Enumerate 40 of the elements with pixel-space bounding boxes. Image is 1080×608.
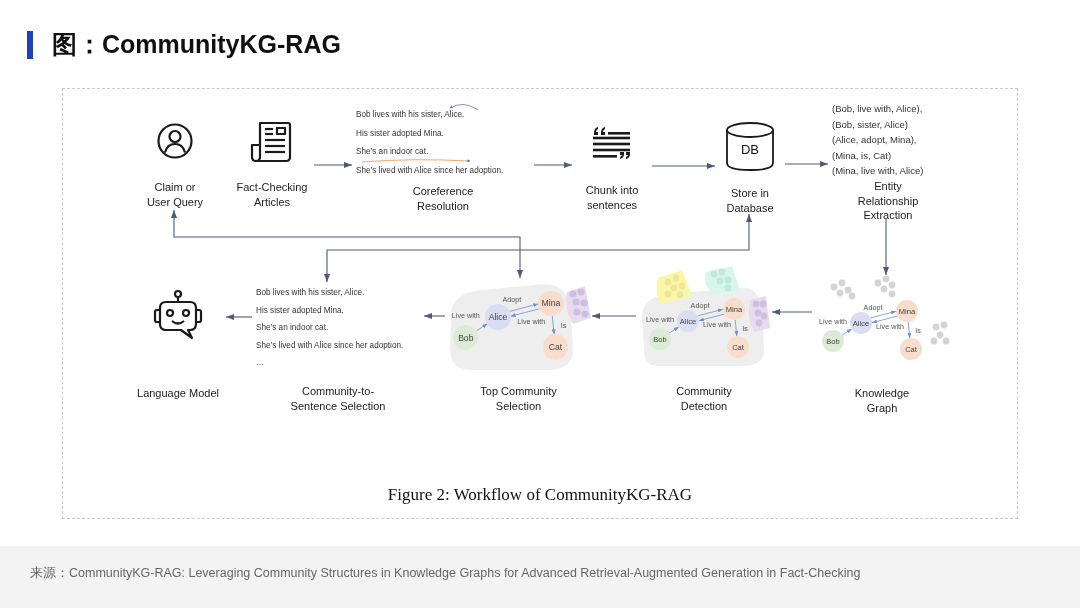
step-caption: Community-to- Sentence Selection bbox=[289, 384, 387, 413]
sentence-text: She’s lived with Alice since her adoption. bbox=[356, 164, 504, 177]
arrow bbox=[324, 213, 752, 283]
triple-text: (Mina, live with, Alice) bbox=[832, 164, 924, 178]
step-caption: Language Model bbox=[136, 386, 220, 401]
step-caption: Entity Relationship Extraction bbox=[856, 179, 920, 223]
triple-text: (Bob, sister, Alice) bbox=[832, 117, 909, 132]
source-note: 来源：CommunityKG-RAG: Leveraging Community Structures in Knowledge Graphs for Advanced Retrieval-Augmented Generation in Fact-Checking bbox=[30, 565, 861, 582]
sentence-text: Bob lives with his sister, Alice. bbox=[256, 287, 365, 299]
arrow bbox=[533, 162, 573, 168]
step-caption: Community Detection bbox=[675, 384, 733, 413]
arrow bbox=[771, 309, 813, 315]
arrow bbox=[171, 209, 523, 279]
sentence-text: She’s an indoor cat. bbox=[356, 146, 429, 158]
step-caption: Knowledge Graph bbox=[853, 386, 911, 415]
sentence-text: … bbox=[256, 357, 265, 369]
sentence-text: His sister adopted Mina. bbox=[256, 304, 344, 317]
step-caption: Chunk into sentences bbox=[584, 183, 640, 212]
sentence-text: She’s lived with Alice since her adoption. bbox=[256, 339, 404, 352]
step-caption: Coreference Resolution bbox=[411, 184, 475, 213]
sentence-text: His sister adopted Mina. bbox=[356, 127, 444, 140]
triple-text: (Bob, live with, Alice), bbox=[832, 102, 923, 116]
triple-text: (Alice, adopt, Mina), bbox=[832, 133, 917, 147]
arrow bbox=[651, 163, 716, 169]
sentence-text: She’s an indoor cat. bbox=[256, 322, 329, 334]
figure-caption: Figure 2: Workflow of CommunityKG-RAG bbox=[386, 485, 694, 505]
step-caption: Top Community Selection bbox=[479, 384, 558, 413]
triple-text: (Mina, is, Cat) bbox=[832, 148, 892, 163]
step-caption: Fact-Checking Articles bbox=[235, 180, 309, 209]
database-label: DB bbox=[739, 142, 761, 157]
arrow bbox=[591, 313, 637, 319]
arrow bbox=[313, 162, 353, 168]
arrow bbox=[225, 314, 253, 320]
arrow bbox=[423, 313, 446, 319]
arrow bbox=[883, 217, 889, 276]
step-caption: Store in Database bbox=[725, 186, 775, 215]
arrow bbox=[784, 161, 829, 167]
sentence-text: Bob lives with his sister, Alice. bbox=[356, 109, 465, 121]
page-title: 图：CommunityKG-RAG bbox=[52, 29, 341, 60]
step-caption: Claim or User Query bbox=[145, 180, 205, 209]
